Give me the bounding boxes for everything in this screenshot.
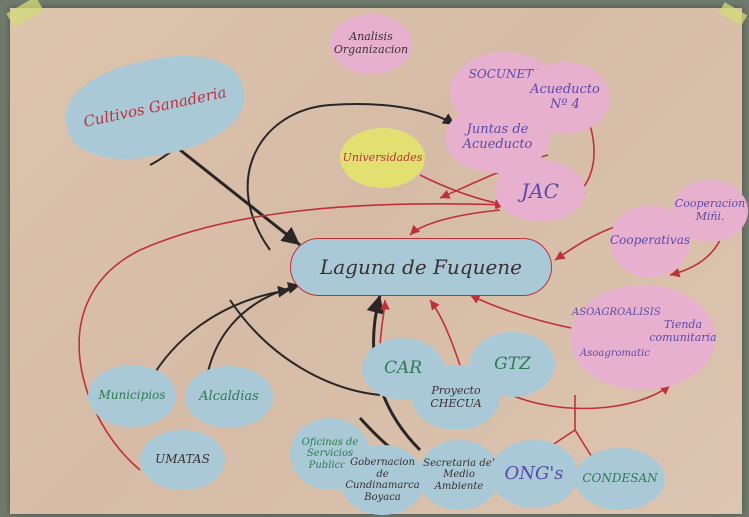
title-line1: Analisis xyxy=(349,30,393,44)
label-cooperativas: Cooperativas xyxy=(609,233,691,248)
node-proyecto-checua: Proyecto CHECUA xyxy=(412,365,500,430)
label-soconeta: SOCUNETA xyxy=(468,67,542,81)
node-laguna-fuquene: Laguna de Fuquene xyxy=(290,238,552,296)
label-municipios: Municipios xyxy=(98,388,166,403)
label-laguna: Laguna de Fuquene xyxy=(319,254,523,279)
label-jac: JAC xyxy=(521,178,559,203)
title-bubble: Analisis Organizacion xyxy=(330,14,412,74)
label-acueducto: Acueducto Nº 4 xyxy=(530,82,600,112)
node-secretaria: Secretaria del Medio Ambiente xyxy=(418,440,500,510)
label-gtz: GTZ xyxy=(494,353,531,374)
label-asoagromatic: Asoagromatic xyxy=(580,348,650,359)
arrow-car-laguna xyxy=(229,299,381,396)
label-juntas: Juntas de Acueducto xyxy=(462,122,533,152)
label-car: CAR xyxy=(383,358,423,379)
node-ongs: ONG's xyxy=(490,440,578,508)
label-universidades: Universidades xyxy=(342,150,423,164)
title-line2: Organizacion xyxy=(333,43,409,56)
node-condesan: CONDESAN xyxy=(575,448,665,510)
node-asoagro: ASOAGROALISIS xyxy=(570,285,715,390)
node-alcaldias: Alcaldias xyxy=(185,366,273,428)
label-ongs: ONG's xyxy=(504,462,564,484)
arrow-universidades-jac xyxy=(419,174,506,208)
node-umatas: UMATAS xyxy=(140,430,225,490)
label-secretaria: Secretaria del Medio Ambiente xyxy=(423,457,495,492)
label-tienda: Tienda comunitaria xyxy=(649,318,717,344)
arrow-gtz-tienda xyxy=(499,384,671,410)
arrow-jac-laguna xyxy=(409,209,501,236)
label-asoagroalisis: ASOAGROALISIS xyxy=(572,307,661,318)
label-condesan: CONDESAN xyxy=(582,471,658,486)
node-gobernacion: Gobernacion de Cundinamarca Boyaca xyxy=(340,445,425,515)
label-cooperacion: Cooperacion Miñi. xyxy=(674,197,746,223)
arrow-cultivos-laguna xyxy=(164,136,301,247)
node-cooperacion: Cooperacion Miñi. xyxy=(672,180,748,242)
arrow-cooperacion-cooperativas xyxy=(669,239,721,278)
node-municipios: Municipios xyxy=(88,365,176,427)
label-oficinas: Oficinas de Servicios Publicos xyxy=(301,436,359,471)
label-cultivos: Cultivos Ganaderia xyxy=(81,82,228,131)
label-umatas: UMATAS xyxy=(155,452,210,467)
label-alcaldias: Alcaldias xyxy=(199,388,259,404)
label-gobernacion: Gobernacion de Cundinamarca Boyaca xyxy=(345,457,420,503)
label-proyecto: Proyecto CHECUA xyxy=(430,383,482,410)
node-universidades: Universidades xyxy=(340,128,425,188)
node-jac: JAC xyxy=(495,160,585,222)
node-cooperativas: Cooperativas xyxy=(610,205,690,277)
arrow-laguna-juntas xyxy=(246,103,456,251)
